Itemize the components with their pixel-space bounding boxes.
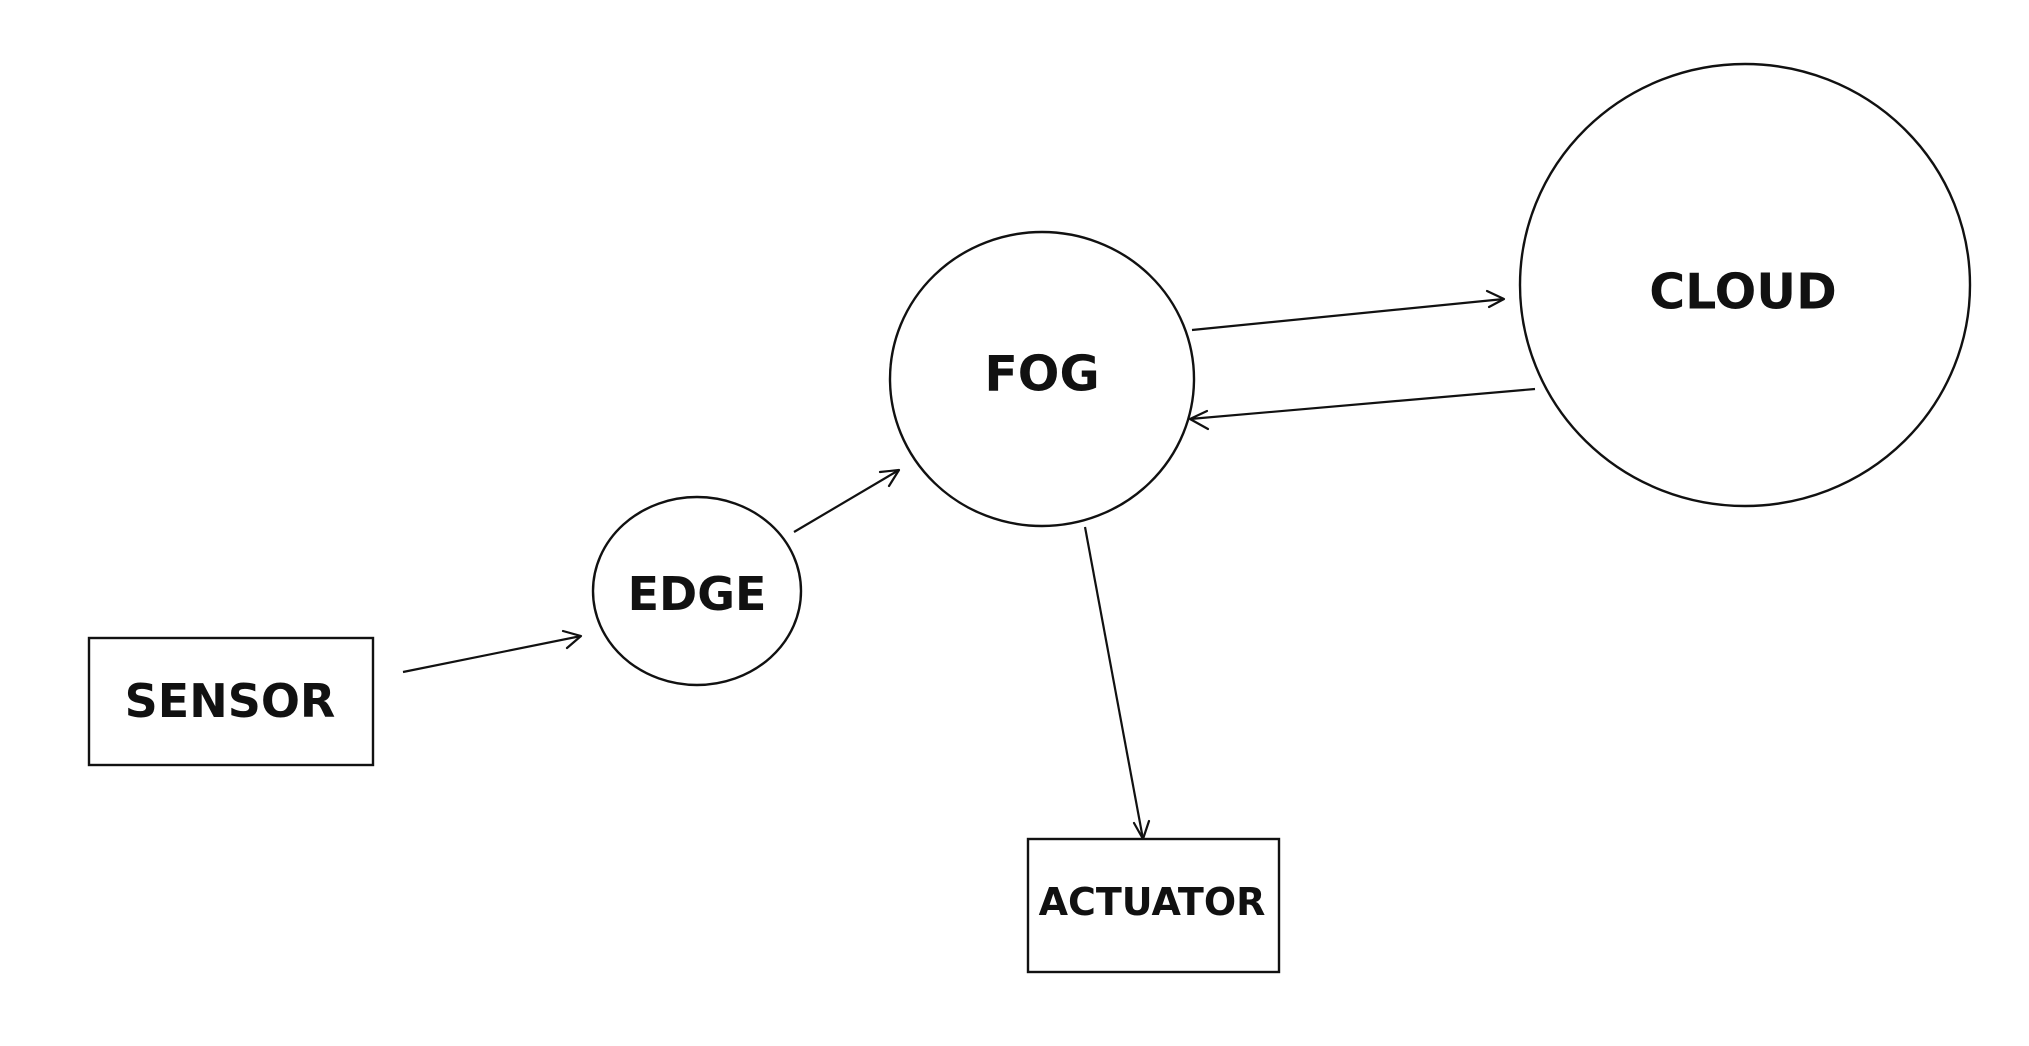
arrow-sensor-to-edge <box>402 629 583 674</box>
cloud-circle <box>1518 62 1972 508</box>
arrow-fog-to-actuator <box>1083 526 1151 841</box>
actuator-label: ACTUATOR <box>1039 880 1266 924</box>
edge-label: EDGE <box>628 567 767 621</box>
arrow-cloud-to-fog <box>1188 387 1536 431</box>
node-sensor: SENSOR <box>87 636 375 767</box>
sensor-label: SENSOR <box>125 674 336 728</box>
fog-label: FOG <box>984 346 1099 403</box>
sensor-box <box>87 636 375 767</box>
edge-ellipse <box>591 495 803 687</box>
cloud-label: CLOUD <box>1649 264 1837 321</box>
node-actuator: ACTUATOR <box>1026 837 1281 974</box>
fog-circle <box>888 230 1196 528</box>
node-fog: FOG <box>888 230 1196 528</box>
actuator-box <box>1026 837 1281 974</box>
arrow-edge-to-fog <box>793 468 901 533</box>
edges-group <box>402 289 1536 841</box>
node-cloud: CLOUD <box>1518 62 1972 508</box>
arrow-fog-to-cloud <box>1191 289 1506 332</box>
node-edge: EDGE <box>591 495 803 687</box>
